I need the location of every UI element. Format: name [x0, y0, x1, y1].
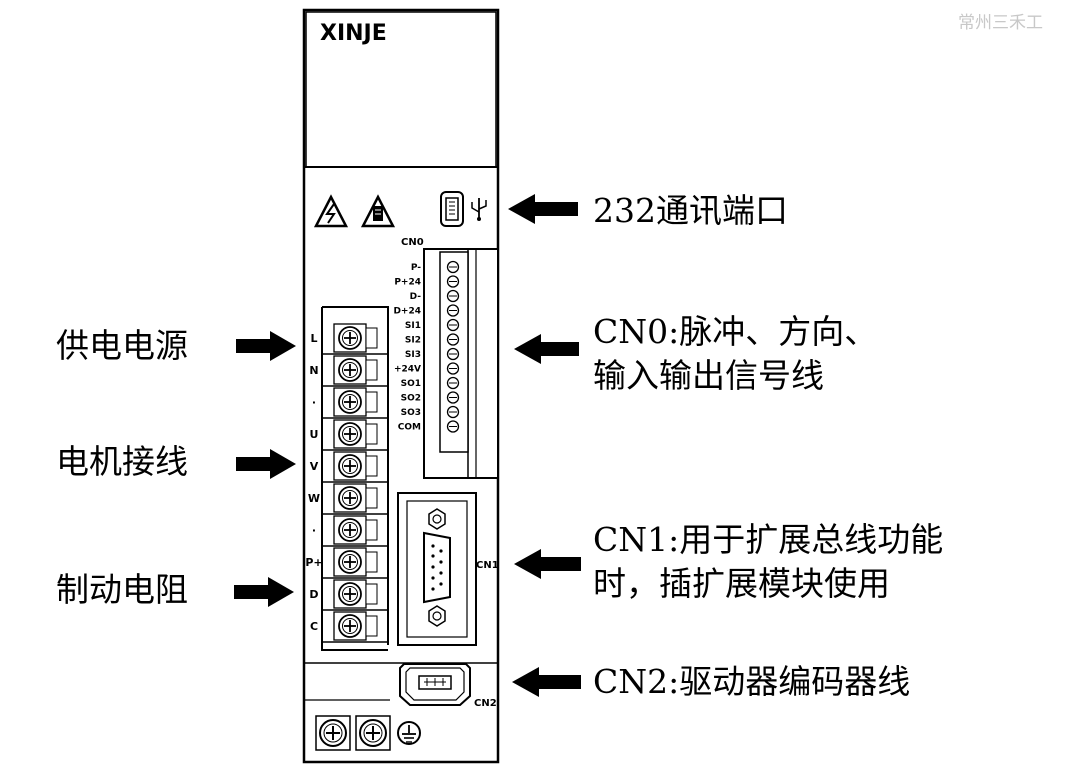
rs232-port [440, 191, 464, 227]
terminal-labels: L N · U V W · P+ D C [305, 332, 322, 633]
terminal-label: P+ [305, 556, 322, 569]
terminal-label: · [312, 396, 316, 409]
cn0-pin-label: D+24 [393, 307, 421, 317]
cn0-label: CN0 [401, 237, 424, 248]
callout-brake: 制动电阻 [56, 570, 188, 609]
cn2-connector [399, 663, 471, 706]
terminal-clamp [365, 423, 378, 445]
callout-power: 供电电源 [56, 326, 188, 365]
terminal-clamp [365, 359, 378, 381]
arrow-cn0-icon [514, 334, 579, 364]
terminal-label: N [309, 364, 318, 377]
callout-motor: 电机接线 [56, 442, 188, 481]
terminal-label: D [309, 588, 318, 601]
terminal-clamp [365, 583, 378, 605]
brand-logo: XINJE [320, 21, 387, 46]
manual-warning-icon [360, 194, 396, 228]
cn1-connector [397, 492, 477, 646]
cn0-pin-label: SI1 [405, 321, 421, 331]
terminal-label: C [310, 620, 318, 633]
callout-rs232: 232通讯端口 [593, 191, 788, 230]
cn0-pin-label: D- [410, 292, 422, 302]
terminal-clamp [365, 327, 378, 349]
cn1-label: CN1 [476, 560, 499, 571]
arrow-cn1-icon [514, 549, 581, 579]
callout-cn1: CN1:用于扩展总线功能 时，插扩展模块使用 [593, 520, 944, 603]
terminal-clamp [365, 615, 378, 637]
cn0-pin-label: SO2 [401, 394, 421, 404]
terminal-label: W [308, 492, 320, 505]
callout-cn2: CN2:驱动器编码器线 [593, 662, 911, 701]
terminal-label: U [310, 428, 319, 441]
ground-screw-1 [315, 715, 351, 751]
usb-icon [471, 198, 487, 221]
arrow-power-icon [236, 331, 296, 361]
arrow-rs232-icon [508, 194, 578, 224]
terminal-clamp [365, 391, 378, 413]
terminal-clamp [365, 551, 378, 573]
cn0-pin-label: P+24 [394, 278, 421, 288]
terminal-clamp [365, 519, 378, 541]
arrow-cn2-icon [512, 667, 581, 697]
callout-cn0: CN0:脉冲、方向、 输入输出信号线 [593, 312, 878, 395]
cn0-pin-label: P- [411, 263, 421, 273]
terminal-clamp [365, 487, 378, 509]
power-terminal-block [321, 306, 389, 651]
cn0-pin-label: SI2 [405, 336, 421, 346]
cn0-pin-holes [446, 260, 460, 433]
cn0-connector [423, 248, 499, 479]
ground-screw-2 [355, 715, 391, 751]
high-voltage-warning-icon [313, 194, 349, 228]
terminal-label: V [310, 460, 319, 473]
cn0-pin-label: SI3 [405, 350, 421, 360]
watermark-text: 常州三禾工 [958, 13, 1043, 33]
cn2-label: CN2 [474, 698, 497, 709]
terminal-clamp [365, 455, 378, 477]
arrow-brake-icon [234, 577, 294, 607]
cn0-pin-label: +24V [394, 365, 421, 375]
arrow-motor-icon [236, 449, 296, 479]
cn0-pin-label: COM [398, 423, 421, 433]
cn0-pin-label: SO3 [401, 408, 421, 418]
cn0-pin-label: SO1 [401, 379, 421, 389]
terminal-label: · [312, 524, 316, 537]
terminal-label: L [310, 332, 317, 345]
terminal-screws [322, 323, 388, 643]
ground-symbol-icon [397, 721, 421, 745]
